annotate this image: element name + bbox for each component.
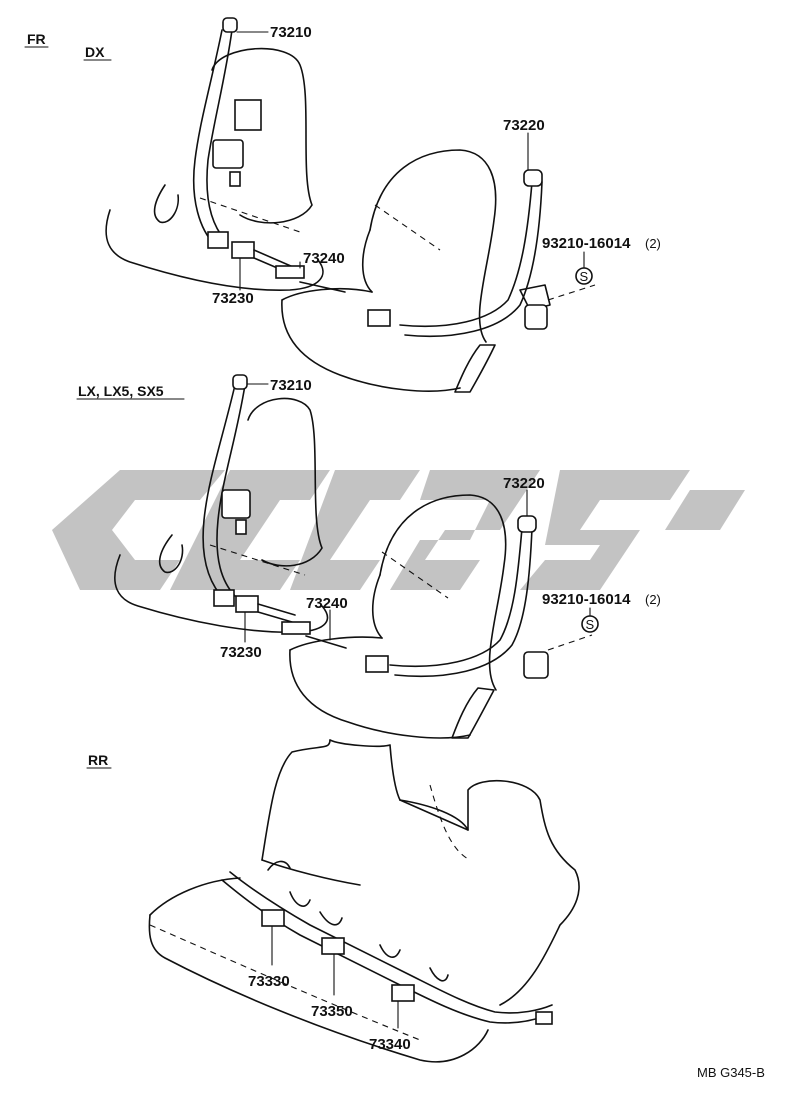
standard-part-letter: S	[586, 617, 595, 632]
buckle-rail-part	[281, 621, 311, 635]
part-number-73350: 73350	[311, 1003, 353, 1020]
part-number-93210-16014: 93210-16014	[542, 235, 631, 252]
shoulder-anchor-part	[232, 374, 248, 390]
lx-front-seats	[114, 397, 507, 739]
part-number-73230: 73230	[212, 290, 254, 307]
retractor-bracket-part	[234, 99, 262, 131]
part-number-73210: 73210	[270, 377, 312, 394]
standard-part-letter: S	[580, 269, 589, 284]
watermark-logo	[52, 470, 745, 590]
latch-tongue-part	[365, 655, 389, 673]
part-number-93210-16014: 93210-16014	[542, 591, 631, 608]
lx-callouts: 73210 73220 93210-16014 (2) S 73240 7323…	[220, 377, 661, 661]
section-label-fr: FR	[27, 31, 46, 47]
part-number-73220: 73220	[503, 117, 545, 134]
rear-center-buckle-part	[321, 937, 345, 955]
retractor-part	[221, 489, 251, 519]
buckle-part	[235, 595, 259, 613]
rear-latch-part	[391, 984, 415, 1002]
retractor-bolt-part	[235, 519, 247, 535]
figure-code: MB G345-B	[697, 1065, 765, 1080]
buckle-part	[231, 241, 255, 259]
lx-belt-assembly	[158, 374, 593, 739]
part-number-73220: 73220	[503, 475, 545, 492]
outer-retractor-part	[523, 651, 549, 679]
standard-part-symbol	[575, 267, 593, 285]
latch-tongue-part	[367, 309, 391, 327]
part-number-73240: 73240	[303, 250, 345, 267]
rr-belt-assembly	[221, 860, 553, 1025]
section-label-lx: LX, LX5, SX5	[78, 383, 164, 399]
outer-anchor-part	[523, 169, 543, 187]
part-number-73230: 73230	[220, 644, 262, 661]
section-label-rr: RR	[88, 752, 108, 768]
dx-belt-assembly	[153, 17, 596, 393]
buckle-rail-part	[275, 265, 305, 279]
outer-anchor-part	[517, 515, 537, 533]
rr-bench-seat	[148, 739, 580, 1063]
section-label-dx: DX	[85, 44, 105, 60]
rr-callouts: 73330 73350 73340	[248, 925, 411, 1053]
dx-front-seats	[105, 47, 497, 392]
outer-retractor-part	[524, 304, 548, 330]
part-number-73240: 73240	[306, 595, 348, 612]
dx-callouts: 73210 73220 93210-16014 (2) S 73240 7323…	[212, 24, 661, 307]
part-number-73330: 73330	[248, 973, 290, 990]
standard-part-symbol	[581, 615, 599, 633]
part-number-73340: 73340	[369, 1036, 411, 1053]
latch-plate-part	[213, 589, 235, 607]
rear-buckle-part	[261, 909, 285, 927]
part-number-73210: 73210	[270, 24, 312, 41]
retractor-part	[212, 139, 244, 169]
rear-anchor-part	[535, 1011, 553, 1025]
part-quantity: (2)	[645, 592, 661, 607]
latch-plate-part	[207, 231, 229, 249]
part-quantity: (2)	[645, 236, 661, 251]
shoulder-anchor-part	[222, 17, 238, 33]
retractor-bolt-part	[229, 171, 241, 187]
